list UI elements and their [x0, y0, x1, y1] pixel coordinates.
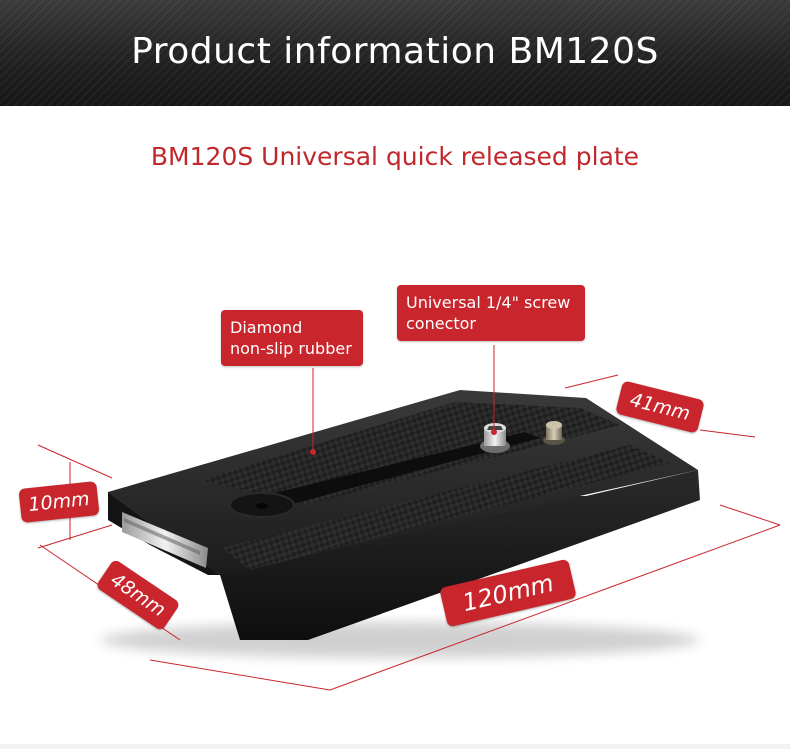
callout-pointers [310, 345, 497, 455]
rubber-callout: Diamond non-slip rubber [221, 310, 363, 366]
rubber-strip-bottom [222, 445, 670, 570]
screw-callout-line1: Universal 1/4" screw [406, 293, 571, 312]
locating-pin [543, 421, 565, 445]
page-title: Product information BM120S [131, 30, 659, 72]
slot-hole [256, 503, 268, 509]
product-subtitle: BM120S Universal quick released plate [150, 142, 640, 171]
title-banner: Product information BM120S [0, 0, 790, 106]
screw-callout: Universal 1/4" screw conector [397, 285, 585, 341]
plate-slot [246, 432, 540, 512]
rubber-callout-line1: Diamond [230, 318, 303, 337]
rubber-callout-line2: non-slip rubber [230, 339, 352, 358]
screw-callout-line2: conector [406, 314, 477, 333]
steel-rail [122, 512, 208, 568]
bottom-divider [0, 744, 790, 749]
rubber-strip-top [200, 402, 620, 505]
rail-highlight [124, 518, 200, 555]
shadow [100, 622, 700, 658]
dimension-lines [37, 374, 781, 691]
screw-connector [480, 423, 510, 453]
